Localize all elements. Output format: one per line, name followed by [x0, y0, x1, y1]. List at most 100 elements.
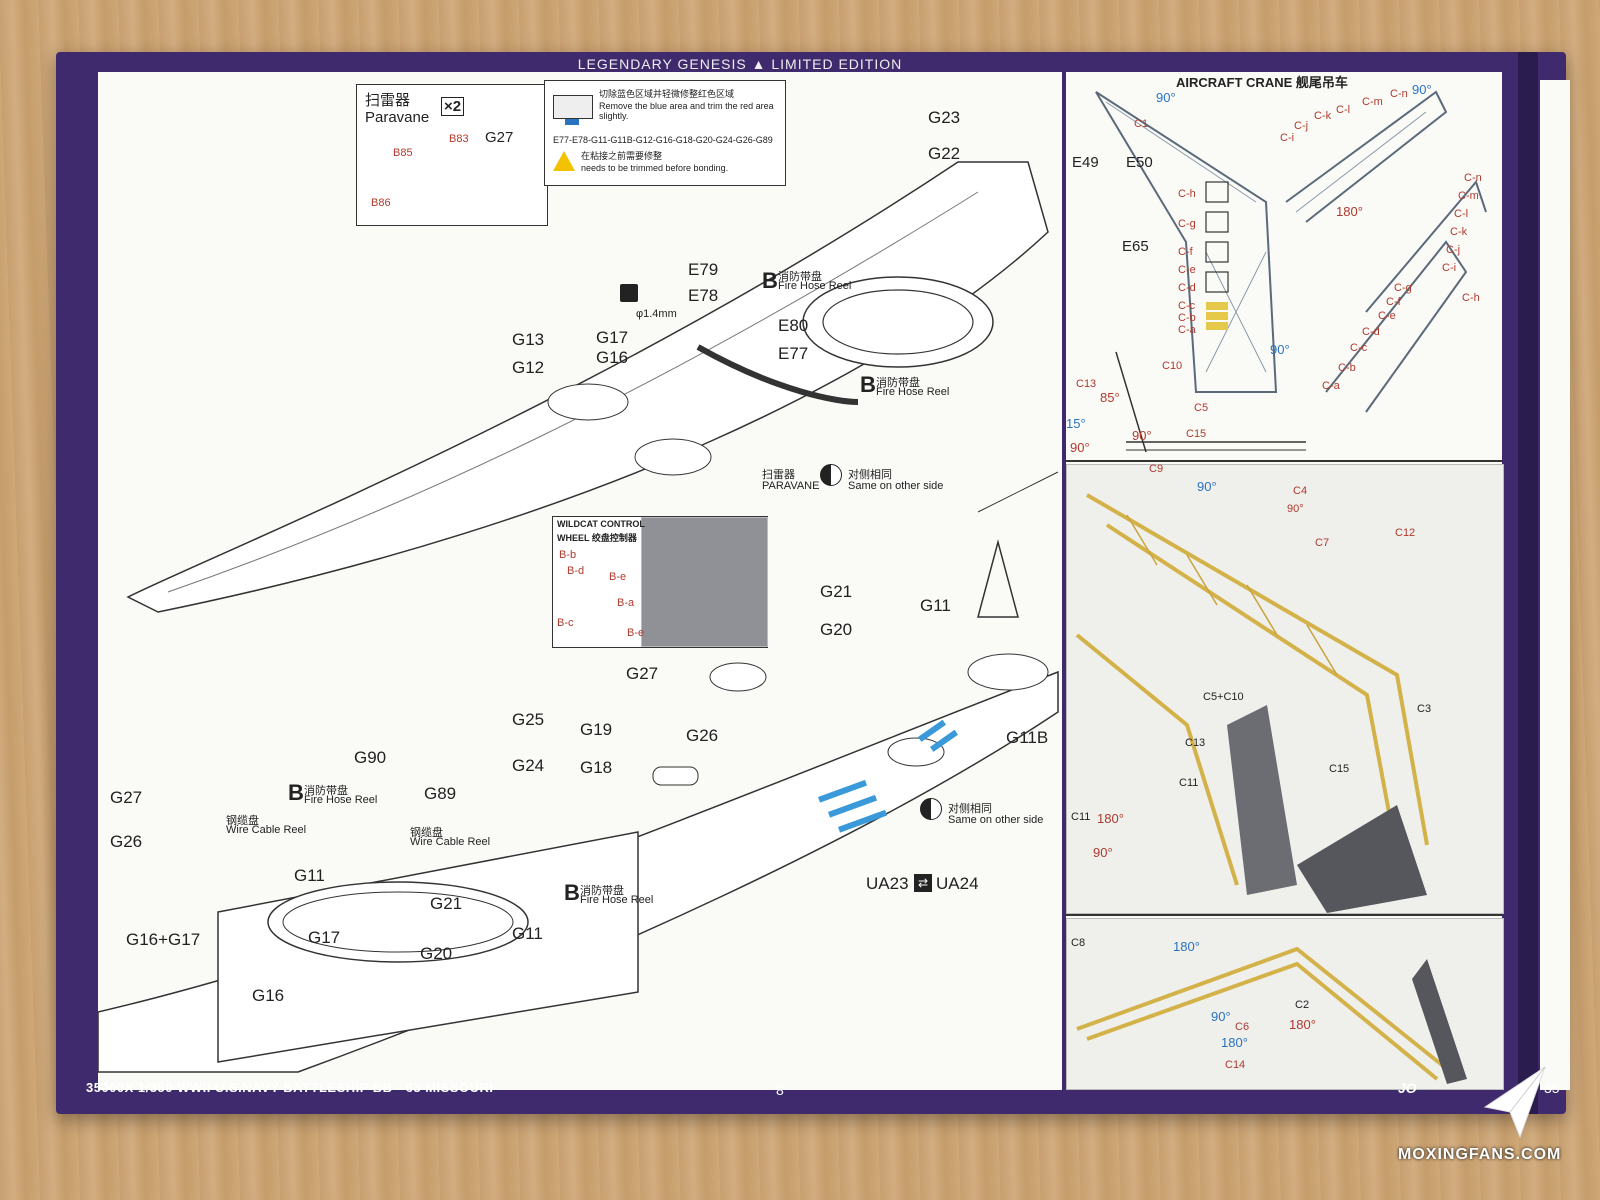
part-g24: G24	[512, 756, 545, 775]
fire-hose-en-2: Fire Hose Reel	[876, 386, 950, 398]
arm-cl: C-l	[1336, 104, 1351, 116]
booklet-gutter	[1518, 52, 1538, 1114]
rladder-ck: C-k	[1450, 226, 1468, 238]
header-banner: LEGENDARY GENESIS ▲ LIMITED EDITION	[577, 56, 903, 72]
note-parts-list: E77-E78-G11-G11B-G12-G16-G18-G20-G24-G26…	[553, 135, 773, 145]
rladder-ch: C-h	[1462, 292, 1480, 304]
photo2-c6: C6	[1235, 1021, 1250, 1033]
arm-cm: C-m	[1362, 96, 1383, 108]
crane-photo-1: C9 90° C4 90° C7 C12 C3 C15 C5+C10 C13 C…	[1066, 463, 1504, 914]
part-g17: G17	[596, 328, 629, 347]
photo2-c14: C14	[1225, 1059, 1246, 1071]
ua-left: UA23	[866, 874, 909, 893]
ladder-cb: C-b	[1178, 312, 1196, 324]
same-side-en-1: Same on other side	[848, 480, 944, 492]
ladder-ch: C-h	[1178, 188, 1196, 200]
crane-photo-1-drawing	[1075, 493, 1429, 913]
photo-divider-2	[1066, 914, 1502, 916]
part-e79: E79	[688, 260, 719, 279]
part-g90: G90	[354, 748, 387, 767]
part-g26-a: G26	[686, 726, 719, 745]
part-g20-b: G20	[420, 944, 453, 963]
wire-cable-cn-1: 钢缆盘	[226, 815, 259, 827]
part-g17-b: G17	[308, 928, 341, 947]
blue-area-icon	[565, 119, 579, 125]
wire-cable-cn-2: 钢缆盘	[410, 827, 443, 839]
crane-angle-90-b: 90°	[1412, 82, 1432, 97]
arm-cn: C-n	[1390, 88, 1408, 100]
fire-hose-en-1: Fire Hose Reel	[778, 280, 852, 292]
swap-arrow-icon: ⇄	[914, 874, 932, 892]
crane-angle-15: 15°	[1066, 416, 1086, 431]
crane-angle-90-e: 90°	[1132, 428, 1152, 443]
part-g27-a: G27	[626, 664, 659, 683]
wildcat-part-bd: B-d	[567, 565, 585, 577]
wildcat-part-ba: B-a	[617, 597, 635, 609]
fire-hose-en-4: Fire Hose Reel	[580, 894, 654, 906]
right-page: AIRCRAFT CRANE 舰尾吊车 E49 E50 E65 C1 C10 C…	[1066, 72, 1504, 1090]
part-e80: E80	[778, 316, 809, 335]
photo1-c7: C7	[1315, 537, 1330, 549]
part-g12: G12	[512, 358, 545, 377]
part-g26-b: G26	[110, 832, 143, 851]
footer-page-number: 8	[776, 1082, 784, 1098]
part-g13: G13	[512, 330, 545, 349]
footer-product: 35000X 1/350 WWII U.S.NAVY BATTLESHIP BB…	[86, 1080, 494, 1095]
part-g11-b: G11	[294, 866, 325, 885]
photo1-90-c: 90°	[1093, 845, 1113, 860]
cut-area-icon	[553, 95, 593, 119]
photo2-180-a: 180°	[1173, 939, 1200, 954]
same-side-en-2: Same on other side	[948, 814, 1044, 826]
ladder-cc: C-c	[1178, 300, 1196, 312]
part-g11b: G11B	[1006, 728, 1049, 747]
ladder-ce: C-e	[1178, 264, 1196, 276]
paravane-label-en: PARAVANE	[762, 480, 820, 492]
fire-hose-b-1: B	[762, 268, 778, 293]
wildcat-part-be-2: B-e	[627, 627, 645, 639]
wildcat-title-en: WILDCAT CONTROL	[557, 519, 645, 529]
crane-angle-90-d: 90°	[1070, 440, 1090, 455]
ladder-cf: C-f	[1178, 246, 1193, 258]
fire-hose-b-3: B	[288, 780, 304, 805]
yin-yang-icon-2	[920, 798, 942, 820]
crane-photo-2-drawing	[1076, 946, 1467, 1084]
trim-note-box: 切除蓝色区域并轻微修整红色区域 Remove the blue area and…	[544, 80, 786, 186]
fire-hose-cn-1: 消防带盘	[778, 271, 822, 283]
wildcat-box: WILDCAT CONTROL WHEEL 绞盘控制器 B-b B-d B-e …	[552, 516, 768, 648]
photo2-c2: C2	[1295, 999, 1310, 1011]
rladder-cd: C-d	[1362, 326, 1380, 338]
photo2-c8: C8	[1071, 937, 1086, 949]
part-g16-g17: G16+G17	[126, 930, 201, 949]
paper-plane-logo	[1483, 1065, 1546, 1139]
crane-part-e65: E65	[1122, 238, 1149, 255]
photo1-c11-a: C11	[1179, 777, 1199, 789]
part-g11: G11	[920, 596, 951, 615]
paravane-title-en: Paravane	[365, 109, 430, 126]
crane-title: AIRCRAFT CRANE 舰尾吊车	[1176, 75, 1348, 90]
rladder-cn: C-n	[1464, 172, 1482, 184]
fire-hose-en-3: Fire Hose Reel	[304, 794, 378, 806]
photo1-c12: C12	[1395, 527, 1416, 539]
paravane-qty: ×2	[441, 97, 465, 116]
ladder-cg: C-g	[1178, 218, 1196, 230]
rladder-ca: C-a	[1322, 380, 1340, 392]
part-g22: G22	[928, 144, 961, 163]
part-g11-c: G11	[512, 924, 543, 943]
photo1-90-a: 90°	[1197, 479, 1217, 494]
next-page-edge	[1540, 80, 1570, 1090]
photo1-c9: C9	[1149, 463, 1164, 475]
part-g16-b: G16	[252, 986, 285, 1005]
photo1-c5c10: C5+C10	[1203, 691, 1244, 703]
photo1-c11-b: C11	[1071, 811, 1091, 823]
part-e78: E78	[688, 286, 719, 305]
wildcat-title-cn: WHEEL 绞盘控制器	[557, 533, 637, 543]
wire-cable-en-2: Wire Cable Reel	[410, 836, 491, 848]
crane-part-c13: C13	[1076, 378, 1097, 390]
fire-hose-b-4: B	[564, 880, 580, 905]
crane-part-c5: C5	[1194, 402, 1209, 414]
rladder-cm: C-m	[1458, 190, 1479, 202]
paravane-title-cn: 扫雷器	[365, 92, 411, 109]
rladder-cc: C-c	[1350, 342, 1368, 354]
crane-angle-90-c: 90°	[1270, 342, 1290, 357]
part-g23: G23	[928, 108, 961, 127]
